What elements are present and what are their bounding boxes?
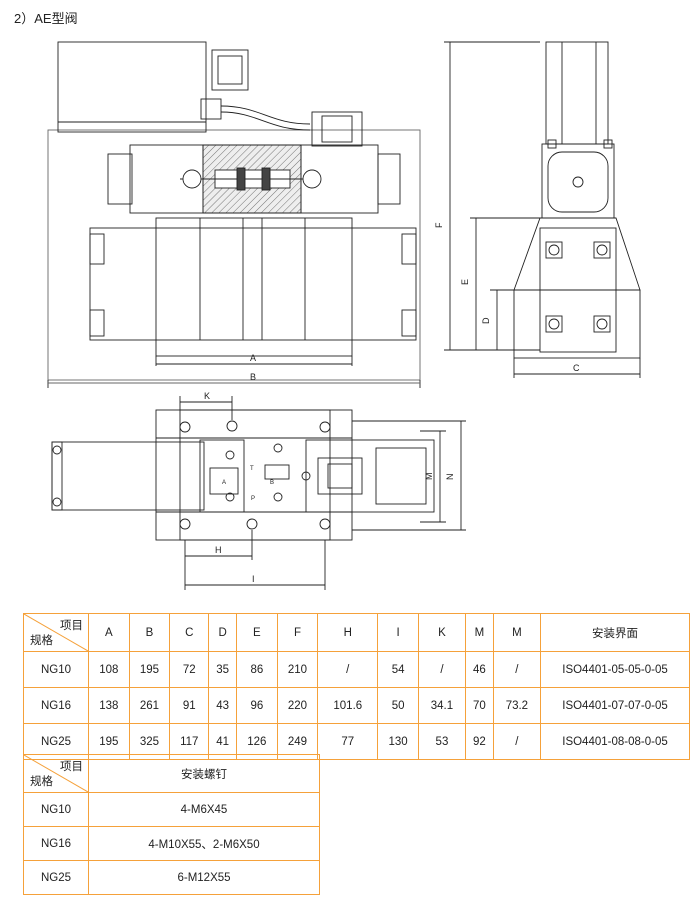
cell: 35 [208,651,238,688]
cell: 126 [236,723,278,760]
dim-label-e: E [460,279,470,285]
table-row: NG10 108 195 72 35 86 210 / 54 / 46 / IS… [23,651,690,688]
cell: 108 [88,651,130,688]
cell: 96 [236,687,278,724]
cell: 101.6 [317,687,379,724]
col-header: F [276,613,319,652]
row-model: NG25 [23,860,89,895]
col-header: M [492,613,542,652]
port-label-a: A [222,480,226,486]
table-row: NG16 4-M10X55、2-M6X50 [23,826,320,861]
cell: 6-M12X55 [88,860,320,895]
col-header: 安装界面 [540,613,690,652]
col-header: E [236,613,278,652]
dim-label-d: D [481,317,491,324]
front-view [47,41,421,388]
cell: 130 [377,723,419,760]
table-row: NG16 138 261 91 43 96 220 101.6 50 34.1 … [23,687,690,724]
col-header: B [128,613,171,652]
dim-label-b: B [250,372,256,382]
dim-label-f: F [434,222,444,228]
cell: 249 [276,723,319,760]
col-header: A [88,613,130,652]
technical-drawing: A B C D E F K H I M N T A B P [47,41,641,590]
dim-label-i: I [252,574,255,584]
col-header: H [317,613,379,652]
port-label-t: T [250,466,254,472]
cell: 70 [465,687,494,724]
cell: 34.1 [417,687,467,724]
dim-label-n: N [445,474,455,481]
screw-table-header-row: 项目 规格 安装螺钉 [23,754,320,793]
cell: 72 [169,651,210,688]
dim-label-a: A [250,353,256,363]
corner-bottom-label: 规格 [30,776,53,788]
cell: 41 [208,723,238,760]
table-row: NG25 195 325 117 41 126 249 77 130 53 92… [23,723,690,760]
col-header: M [465,613,494,652]
col-header: C [169,613,210,652]
cell: / [492,651,542,688]
dim-label-h: H [215,545,222,555]
cell: 195 [128,651,171,688]
top-view [51,396,466,590]
cell: 50 [377,687,419,724]
cell: 46 [465,651,494,688]
cell: ISO4401-08-08-0-05 [540,723,690,760]
cell: 210 [276,651,319,688]
dim-label-k: K [204,391,210,401]
cell: 43 [208,687,238,724]
cell: 86 [236,651,278,688]
table-row: NG25 6-M12X55 [23,860,320,895]
screw-table-corner-cell: 项目 规格 [23,754,89,793]
cell: 220 [276,687,319,724]
spec-table-corner-cell: 项目 规格 [23,613,89,652]
cell: 138 [88,687,130,724]
spec-table-header-row: 项目 规格 A B C D E F H I K M M 安装界面 [23,613,690,652]
corner-bottom-label: 规格 [30,635,53,647]
cell: ISO4401-07-07-0-05 [540,687,690,724]
table-row: NG10 4-M6X45 [23,792,320,827]
cell: 4-M10X55、2-M6X50 [88,826,320,861]
col-header: 安装螺钉 [88,754,320,793]
col-header: D [208,613,238,652]
col-header: K [417,613,467,652]
cell: 325 [128,723,171,760]
cell: ISO4401-05-05-0-05 [540,651,690,688]
row-model: NG16 [23,687,89,724]
dim-label-c: C [573,363,580,373]
corner-top-label: 项目 [60,620,83,632]
cell: 4-M6X45 [88,792,320,827]
cell: 54 [377,651,419,688]
cell: / [317,651,379,688]
cell: 261 [128,687,171,724]
cell: 53 [417,723,467,760]
cell: / [417,651,467,688]
dim-label-m: M [424,473,434,481]
port-label-p: P [251,496,255,502]
col-header: I [377,613,419,652]
cell: 91 [169,687,210,724]
port-label-b: B [270,480,274,486]
cell: 77 [317,723,379,760]
cell: 117 [169,723,210,760]
row-model: NG10 [23,792,89,827]
corner-top-label: 项目 [60,761,83,773]
page-title: 2）AE型阀 [14,11,78,26]
row-model: NG10 [23,651,89,688]
row-model: NG16 [23,826,89,861]
side-view [444,41,641,378]
screw-table: 项目 规格 安装螺钉 NG10 4-M6X45 NG16 4-M10X55、2-… [23,754,320,895]
cell: 92 [465,723,494,760]
cell: 73.2 [492,687,542,724]
spec-table: 项目 规格 A B C D E F H I K M M 安装界面 NG10 10… [23,613,690,760]
cell: / [492,723,542,760]
